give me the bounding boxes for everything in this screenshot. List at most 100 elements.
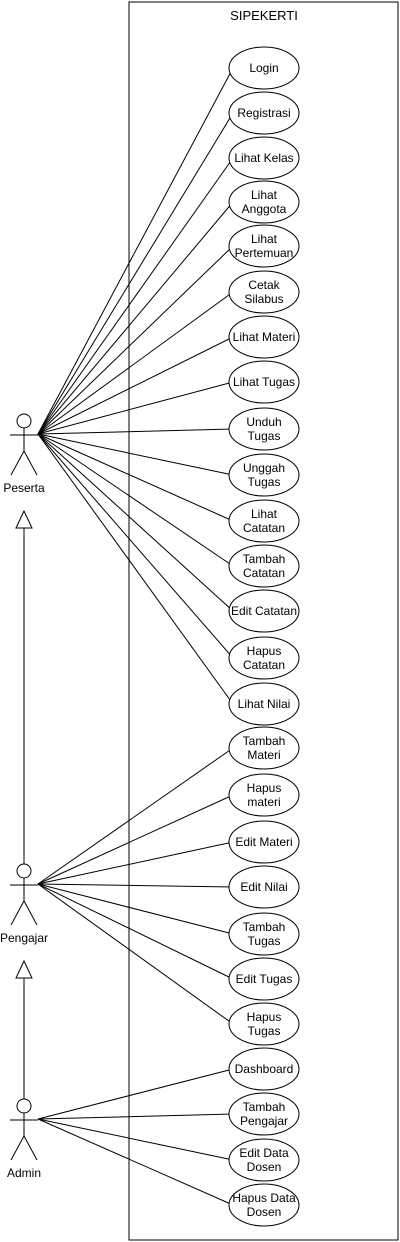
actor-pengajar: Pengajar: [0, 863, 48, 945]
association-pengajar-tambah-materi: [37, 747, 234, 885]
use-case-ellipse: [228, 1138, 300, 1182]
use-case-ellipse: [228, 773, 300, 817]
use-case-label: Hapus: [247, 781, 282, 795]
use-case-label: Edit Catatan: [231, 604, 297, 618]
use-case-label: Tugas: [248, 429, 281, 443]
use-case-edit-catatan: Edit Catatan: [228, 589, 300, 633]
use-case-label: Dosen: [247, 1160, 282, 1174]
use-case-ellipse: [228, 1047, 300, 1091]
use-case-lihat-tugas: Lihat Tugas: [228, 360, 300, 404]
use-case-label: Lihat: [251, 232, 278, 246]
use-case-ellipse: [228, 46, 300, 90]
use-case-label: Pengajar: [240, 1114, 288, 1128]
use-case-label: Tambah: [243, 552, 286, 566]
association-peserta-cetak-silabus: [37, 291, 234, 435]
use-case-label: Pertemuan: [235, 246, 294, 260]
system-title: SIPEKERTI: [230, 8, 298, 23]
use-case-ellipse: [228, 1002, 300, 1046]
association-pengajar-hapus-materi: [37, 794, 234, 885]
use-case-ellipse: [228, 224, 300, 268]
association-pengajar-edit-nilai: [37, 883, 234, 888]
use-case-label: Catatan: [243, 658, 285, 672]
use-case-label: Lihat Tugas: [233, 375, 295, 389]
use-case-ellipse: [228, 820, 300, 864]
use-case-label: Materi: [247, 748, 280, 762]
association-pengajar-hapus-tugas: [37, 883, 234, 1025]
use-case-label: Tambah: [243, 1100, 286, 1114]
use-case-label: Lihat Nilai: [238, 697, 291, 711]
association-peserta-lihat-anggota: [37, 201, 234, 435]
use-case-ellipse: [228, 136, 300, 180]
use-case-ellipse: [228, 1183, 300, 1227]
actor-admin: Admin: [7, 1098, 41, 1180]
association-peserta-edit-catatan: [37, 433, 234, 612]
use-case-label: Tugas: [248, 475, 281, 489]
actor-label: Peserta: [3, 481, 45, 495]
stick-figure-icon: [10, 863, 38, 926]
use-case-ellipse: [228, 499, 300, 543]
use-case-ellipse: [228, 453, 300, 497]
generalization-arrowhead-admin: [15, 959, 33, 979]
system-boundary: [128, 1, 399, 1241]
association-peserta-lihat-kelas: [37, 157, 234, 435]
use-case-label: Lihat: [251, 507, 278, 521]
association-pengajar-tambah-tugas: [37, 883, 234, 935]
use-case-label: Lihat: [251, 188, 278, 202]
stick-figure-icon: [10, 413, 38, 476]
association-pengajar-edit-tugas: [37, 883, 234, 980]
use-case-edit-tugas: Edit Tugas: [228, 957, 300, 1001]
use-case-label: Unduh: [246, 415, 281, 429]
use-case-ellipse: [228, 360, 300, 404]
use-case-label: materi: [247, 795, 280, 809]
use-case-label: Login: [249, 61, 278, 75]
use-case-lihat-materi: Lihat Materi: [228, 315, 300, 359]
use-case-ellipse: [228, 912, 300, 956]
use-case-ellipse: [228, 315, 300, 359]
use-case-label: Lihat Kelas: [234, 151, 293, 165]
use-case-label: Edit Nilai: [240, 880, 287, 894]
use-case-label: Registrasi: [237, 106, 290, 120]
use-case-lihat-nilai: Lihat Nilai: [228, 682, 300, 726]
association-pengajar-edit-materi: [37, 841, 234, 885]
use-case-label: Anggota: [242, 202, 287, 216]
use-case-ellipse: [228, 865, 300, 909]
association-peserta-lihat-tugas: [37, 381, 234, 435]
use-case-label: Tambah: [243, 920, 286, 934]
use-case-label: Edit Data: [239, 1146, 289, 1160]
use-case-ellipse: [228, 270, 300, 314]
association-admin-hapus-data-dosen: [37, 1118, 234, 1206]
use-case-label: Dashboard: [235, 1062, 294, 1076]
use-case-ellipse: [228, 91, 300, 135]
use-case-label: Cetak: [248, 278, 280, 292]
use-case-label: Hapus: [247, 1010, 282, 1024]
use-case-ellipse: [228, 407, 300, 451]
use-case-lihat-kelas: Lihat Kelas: [228, 136, 300, 180]
use-case-ellipse: [228, 957, 300, 1001]
association-lines: [37, 67, 234, 1206]
association-peserta-lihat-materi: [37, 336, 234, 435]
association-peserta-lihat-nilai: [37, 433, 234, 705]
association-peserta-registrasi: [37, 112, 234, 435]
use-case-dashboard: Dashboard: [228, 1047, 300, 1091]
use-case-label: Unggah: [243, 461, 285, 475]
association-peserta-tambah-catatan: [37, 433, 234, 567]
use-case-label: Tugas: [248, 934, 281, 948]
use-case-ellipse: [228, 180, 300, 224]
use-case-label: Tambah: [243, 734, 286, 748]
use-case-label: Catatan: [243, 566, 285, 580]
